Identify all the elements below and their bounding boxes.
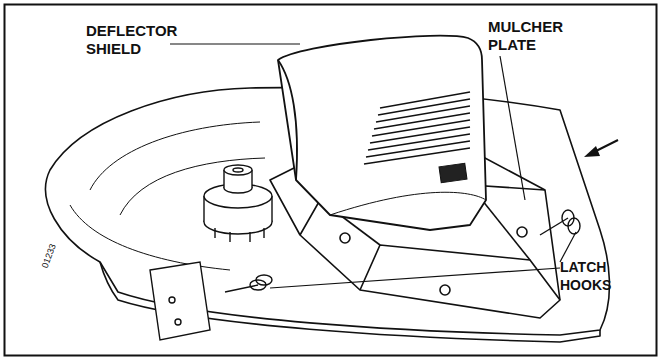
figure-number: 01233 — [36, 223, 68, 271]
part-label: DEFLECTOR SHIELD — [86, 22, 176, 58]
part-label: LATCH HOOKS — [560, 258, 624, 294]
spindle-pulley — [204, 165, 272, 242]
deflector-shield — [278, 36, 486, 230]
part-label: MULCHER PLATE — [488, 18, 568, 54]
direction-arrow — [584, 140, 618, 157]
shield-handle — [439, 163, 467, 182]
deck-bracket — [150, 262, 210, 340]
latch-hooks — [225, 210, 580, 292]
deck-contour — [90, 122, 260, 190]
shield-ribs — [364, 92, 470, 164]
leader-lines — [170, 44, 576, 288]
figure-frame — [5, 5, 657, 356]
